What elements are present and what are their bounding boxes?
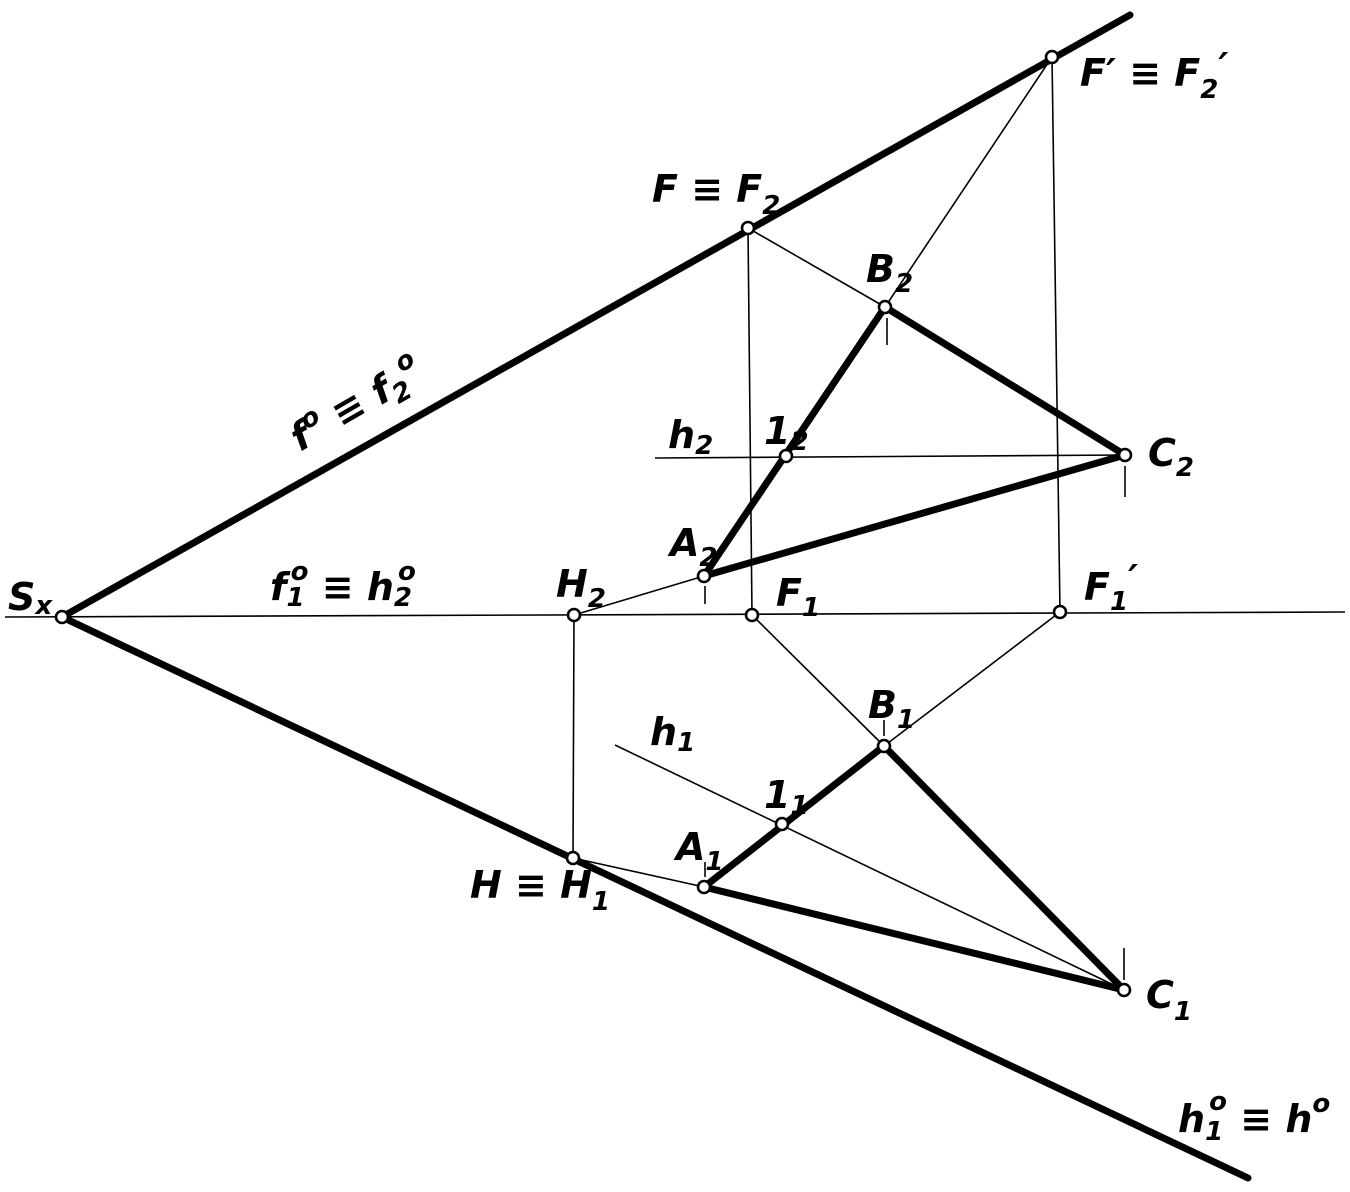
label-h2-point: H2	[556, 562, 606, 614]
point-f1p	[1052, 604, 1068, 620]
construction-lines	[4, 56, 1346, 991]
f1-b1-line	[751, 614, 885, 747]
point-c2	[1117, 447, 1133, 463]
point-h-h1	[565, 850, 581, 866]
label-h-h1: H ≡ H1	[470, 863, 610, 917]
label-b1: B1	[868, 683, 915, 735]
x-axis-line	[4, 611, 1346, 618]
label-a2: A2	[667, 521, 718, 573]
h2-horizontal-line	[654, 454, 1126, 459]
a2-c2-edge	[700, 451, 1129, 580]
label-b2: B2	[866, 247, 913, 299]
label-sx: Sx	[8, 575, 53, 621]
a1-b1-edge	[700, 742, 888, 891]
point-c1	[1116, 982, 1132, 998]
f2-f1-vertical	[747, 227, 753, 616]
f2-b2-line	[747, 227, 886, 308]
point-12	[778, 448, 794, 464]
label-a1: A1	[673, 825, 724, 877]
point-a2	[696, 568, 712, 584]
b2-c2-edge	[881, 303, 1129, 459]
h2-h1-vertical	[572, 614, 575, 859]
point-f1	[744, 607, 760, 623]
h1-a1-line	[572, 857, 705, 888]
label-h0-trace: h1o ≡ ho	[1178, 1087, 1330, 1147]
f2p-f1p-vertical	[1051, 56, 1061, 613]
a2-b2-edge	[700, 303, 889, 580]
label-c2: C2	[1148, 431, 1194, 483]
f1p-b1-line	[883, 611, 1061, 747]
f0-trace-line	[58, 11, 1134, 621]
point-a1	[696, 879, 712, 895]
points	[54, 49, 1133, 998]
labels: Sx F ≡ F2 F′ ≡ F2′ B2 C2 h2 12 A2 fo ≡ f…	[8, 45, 1330, 1147]
label-11: 11	[764, 773, 809, 821]
label-f1-trace: f1o ≡ h2o	[270, 557, 416, 613]
h0-trace-line	[58, 613, 1252, 1182]
point-f-f2	[740, 220, 756, 236]
b1-c1-edge	[880, 742, 1128, 994]
point-b2	[877, 299, 893, 315]
point-h2	[566, 607, 582, 623]
f2p-b2-line	[884, 56, 1053, 308]
a1-c1-edge	[700, 883, 1128, 994]
tick-marks	[704, 318, 1126, 980]
label-f1p: F1′	[1084, 557, 1138, 617]
h2-a2-line	[573, 575, 705, 616]
label-c1: C1	[1146, 973, 1192, 1027]
point-b1	[876, 738, 892, 754]
point-sx	[54, 609, 70, 625]
point-fp-f2p	[1044, 49, 1060, 65]
label-f1: F1	[776, 571, 820, 623]
point-11	[774, 816, 790, 832]
thick-lines	[58, 11, 1252, 1182]
label-f0-trace: fo ≡ f2o	[280, 344, 434, 465]
label-h2: h2	[668, 413, 713, 461]
label-h1: h1	[650, 710, 695, 758]
label-fp-f2p: F′ ≡ F2′	[1080, 45, 1228, 105]
label-f-f2: F ≡ F2	[652, 167, 780, 221]
label-12: 12	[764, 409, 809, 457]
h1-horizontal-line	[614, 744, 1125, 991]
